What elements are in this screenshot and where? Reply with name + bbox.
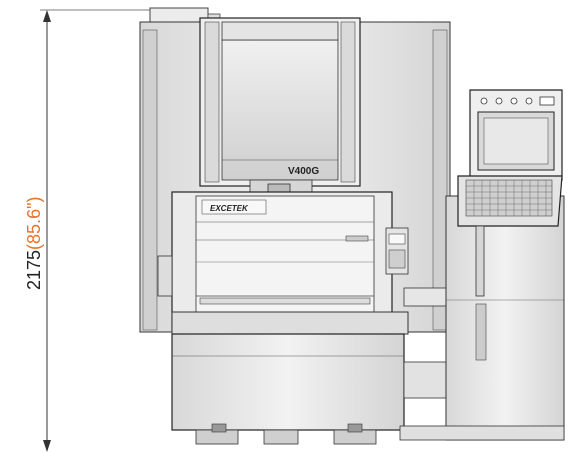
dimension-label: 2175(85.6") — [24, 197, 44, 290]
machine-base — [171, 333, 405, 445]
dimension-arrow-bottom-icon — [43, 440, 51, 452]
machine-column: V400G — [199, 17, 361, 199]
model-label: V400G — [288, 166, 319, 177]
control-panel — [457, 89, 563, 297]
brand-label: EXCETEK — [210, 204, 249, 213]
work-tank: EXCETEK — [157, 191, 409, 335]
dimension-converted: (85.6") — [24, 197, 44, 250]
height-dimension: 2175(85.6") — [24, 9, 150, 452]
side-cabinet — [399, 195, 565, 441]
dimension-arrow-top-icon — [43, 10, 51, 22]
dimension-value: 2175 — [24, 250, 44, 290]
